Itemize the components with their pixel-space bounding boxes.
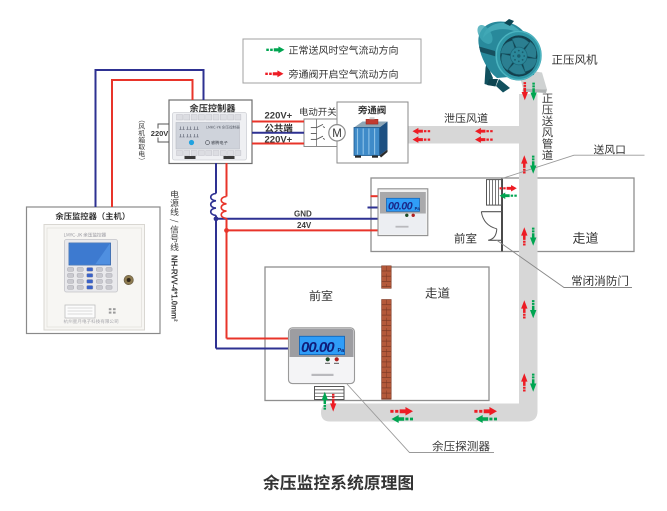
svg-text:24V: 24V <box>297 221 312 230</box>
svg-text:Pa: Pa <box>338 348 346 354</box>
svg-text:220V+: 220V+ <box>265 135 293 146</box>
svg-text:220V+: 220V+ <box>265 111 293 122</box>
svg-text:00.00: 00.00 <box>301 339 335 356</box>
svg-text:00.00: 00.00 <box>388 200 413 212</box>
svg-text:220V: 220V <box>151 129 169 138</box>
svg-text:Pa: Pa <box>415 206 421 211</box>
svg-text:M: M <box>332 128 342 140</box>
svg-text:GND: GND <box>294 210 312 219</box>
svg-text:NH-RVV-4*1.0mm²: NH-RVV-4*1.0mm² <box>170 255 179 322</box>
